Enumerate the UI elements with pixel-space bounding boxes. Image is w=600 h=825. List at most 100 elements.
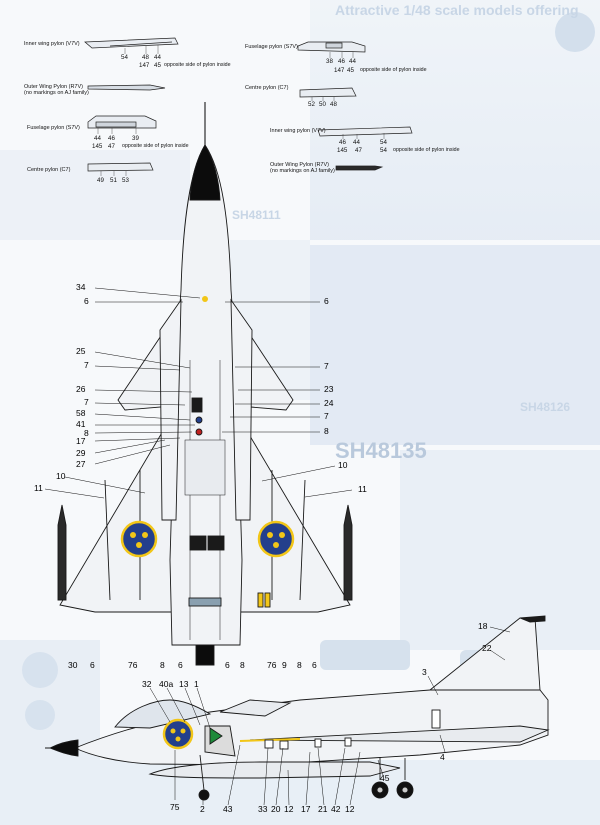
side-leaders <box>149 626 511 806</box>
pylon-number: 51 <box>110 177 117 184</box>
callout-label: 24 <box>324 398 334 408</box>
callout-label: 32 <box>142 679 152 689</box>
callout-label: 34 <box>76 282 86 292</box>
pylon-title: Centre pylon (C7) <box>27 167 71 173</box>
callout-label: 3 <box>422 667 427 677</box>
pylon-number: 147 <box>334 67 345 74</box>
plan-view-aircraft <box>57 102 353 666</box>
callout-label: 20 <box>271 804 281 814</box>
callout-label: 13 <box>179 679 189 689</box>
callout-label: 18 <box>478 621 488 631</box>
pylon-title: Fuselage pylon (S7V) <box>27 125 80 131</box>
callout-label: 7 <box>84 397 89 407</box>
pylon-side-note: opposite side of pylon inside <box>122 143 189 149</box>
pylon-number: 50 <box>319 101 326 108</box>
pylon-number: 47 <box>355 147 362 154</box>
plan-leaders <box>44 287 353 499</box>
pylon-number: 46 <box>339 139 346 146</box>
bg-code-2: SH48126 <box>520 400 571 414</box>
pylon-number: 46 <box>338 58 345 65</box>
callout-label: 10 <box>338 460 348 470</box>
pylon-drawings <box>84 37 413 172</box>
callout-label: 40a <box>159 679 174 689</box>
callout-label: 7 <box>324 411 329 421</box>
callout-label: 6 <box>225 660 230 670</box>
pylon-number: 44 <box>349 58 356 65</box>
callout-label: 7 <box>84 360 89 370</box>
callout-label: 29 <box>76 448 86 458</box>
callout-label: 22 <box>482 643 492 653</box>
callout-label: 45 <box>380 773 390 783</box>
callout-label: 8 <box>160 660 165 670</box>
callout-label: 76 <box>128 660 138 670</box>
callout-label: 6 <box>84 296 89 306</box>
plan-roundel-left <box>120 520 158 558</box>
pylon-number: 54 <box>380 139 387 146</box>
pylon-number: 52 <box>308 101 315 108</box>
callout-label: 2 <box>200 804 205 814</box>
bg-code-1: SH48111 <box>232 208 281 222</box>
callout-label: 76 <box>267 660 277 670</box>
callout-label: 11 <box>358 484 367 494</box>
side-roundel <box>162 718 194 750</box>
pylon-number: 145 <box>337 147 348 154</box>
callout-label: 75 <box>170 802 180 812</box>
callout-label: 25 <box>76 346 86 356</box>
plan-roundel-right <box>257 520 295 558</box>
pylon-number: 54 <box>380 147 387 154</box>
pylon-number: 48 <box>330 101 337 108</box>
callout-label: 43 <box>223 804 233 814</box>
callout-label: 1 <box>194 679 199 689</box>
callout-label: 10 <box>56 471 66 481</box>
callout-label: 4 <box>440 752 445 762</box>
pylon-number: 49 <box>97 177 104 184</box>
callout-label: 6 <box>324 296 329 306</box>
pylon-title: Outer Wing Pylon (R7V)(no markings on AJ… <box>24 84 89 96</box>
callout-label: 33 <box>258 804 268 814</box>
callout-label: 6 <box>178 660 183 670</box>
pylon-number: 147 <box>139 62 150 69</box>
callout-label: 7 <box>324 361 329 371</box>
callout-label: 6 <box>90 660 95 670</box>
callout-label: 12 <box>345 804 355 814</box>
pylon-leaders <box>97 45 385 176</box>
pylon-number: 45 <box>154 62 161 69</box>
callout-label: 8 <box>324 426 329 436</box>
pylon-number: 39 <box>132 135 139 142</box>
callout-label: 11 <box>34 483 43 493</box>
pylon-number: 54 <box>121 54 128 61</box>
pylon-title: Fuselage pylon (S7V) <box>245 44 298 50</box>
pylon-side-note: opposite side of pylon inside <box>164 62 231 68</box>
callout-label: 8 <box>240 660 245 670</box>
callout-label: 6 <box>312 660 317 670</box>
callout-label: 41 <box>76 419 86 429</box>
callout-label: 21 <box>318 804 328 814</box>
callout-label: 23 <box>324 384 334 394</box>
callout-label: 42 <box>331 804 341 814</box>
pylon-number: 48 <box>142 54 149 61</box>
pylon-title: Inner wing pylon (V7V) <box>270 128 326 134</box>
callout-label: 30 <box>68 660 78 670</box>
pylon-number: 38 <box>326 58 333 65</box>
callout-label: 12 <box>284 804 294 814</box>
pylon-number: 53 <box>122 177 129 184</box>
pylon-number: 46 <box>108 135 115 142</box>
bg-code-right: SH48135 <box>335 438 427 463</box>
callout-label: 8 <box>84 428 89 438</box>
pylon-title: Centre pylon (C7) <box>245 85 289 91</box>
pylon-number: 145 <box>92 143 103 150</box>
callout-label: 17 <box>76 436 86 446</box>
callout-label: 8 <box>297 660 302 670</box>
pylon-number: 44 <box>94 135 101 142</box>
callout-label: 58 <box>76 408 86 418</box>
callout-label: 26 <box>76 384 86 394</box>
pylon-number: 47 <box>108 143 115 150</box>
side-view-aircraft <box>45 615 550 801</box>
pylon-number: 44 <box>353 139 360 146</box>
pylon-number: 44 <box>154 54 161 61</box>
pylon-title: Inner wing pylon (V7V) <box>24 41 80 47</box>
callout-label: 27 <box>76 459 86 469</box>
callout-label: 9 <box>282 660 287 670</box>
